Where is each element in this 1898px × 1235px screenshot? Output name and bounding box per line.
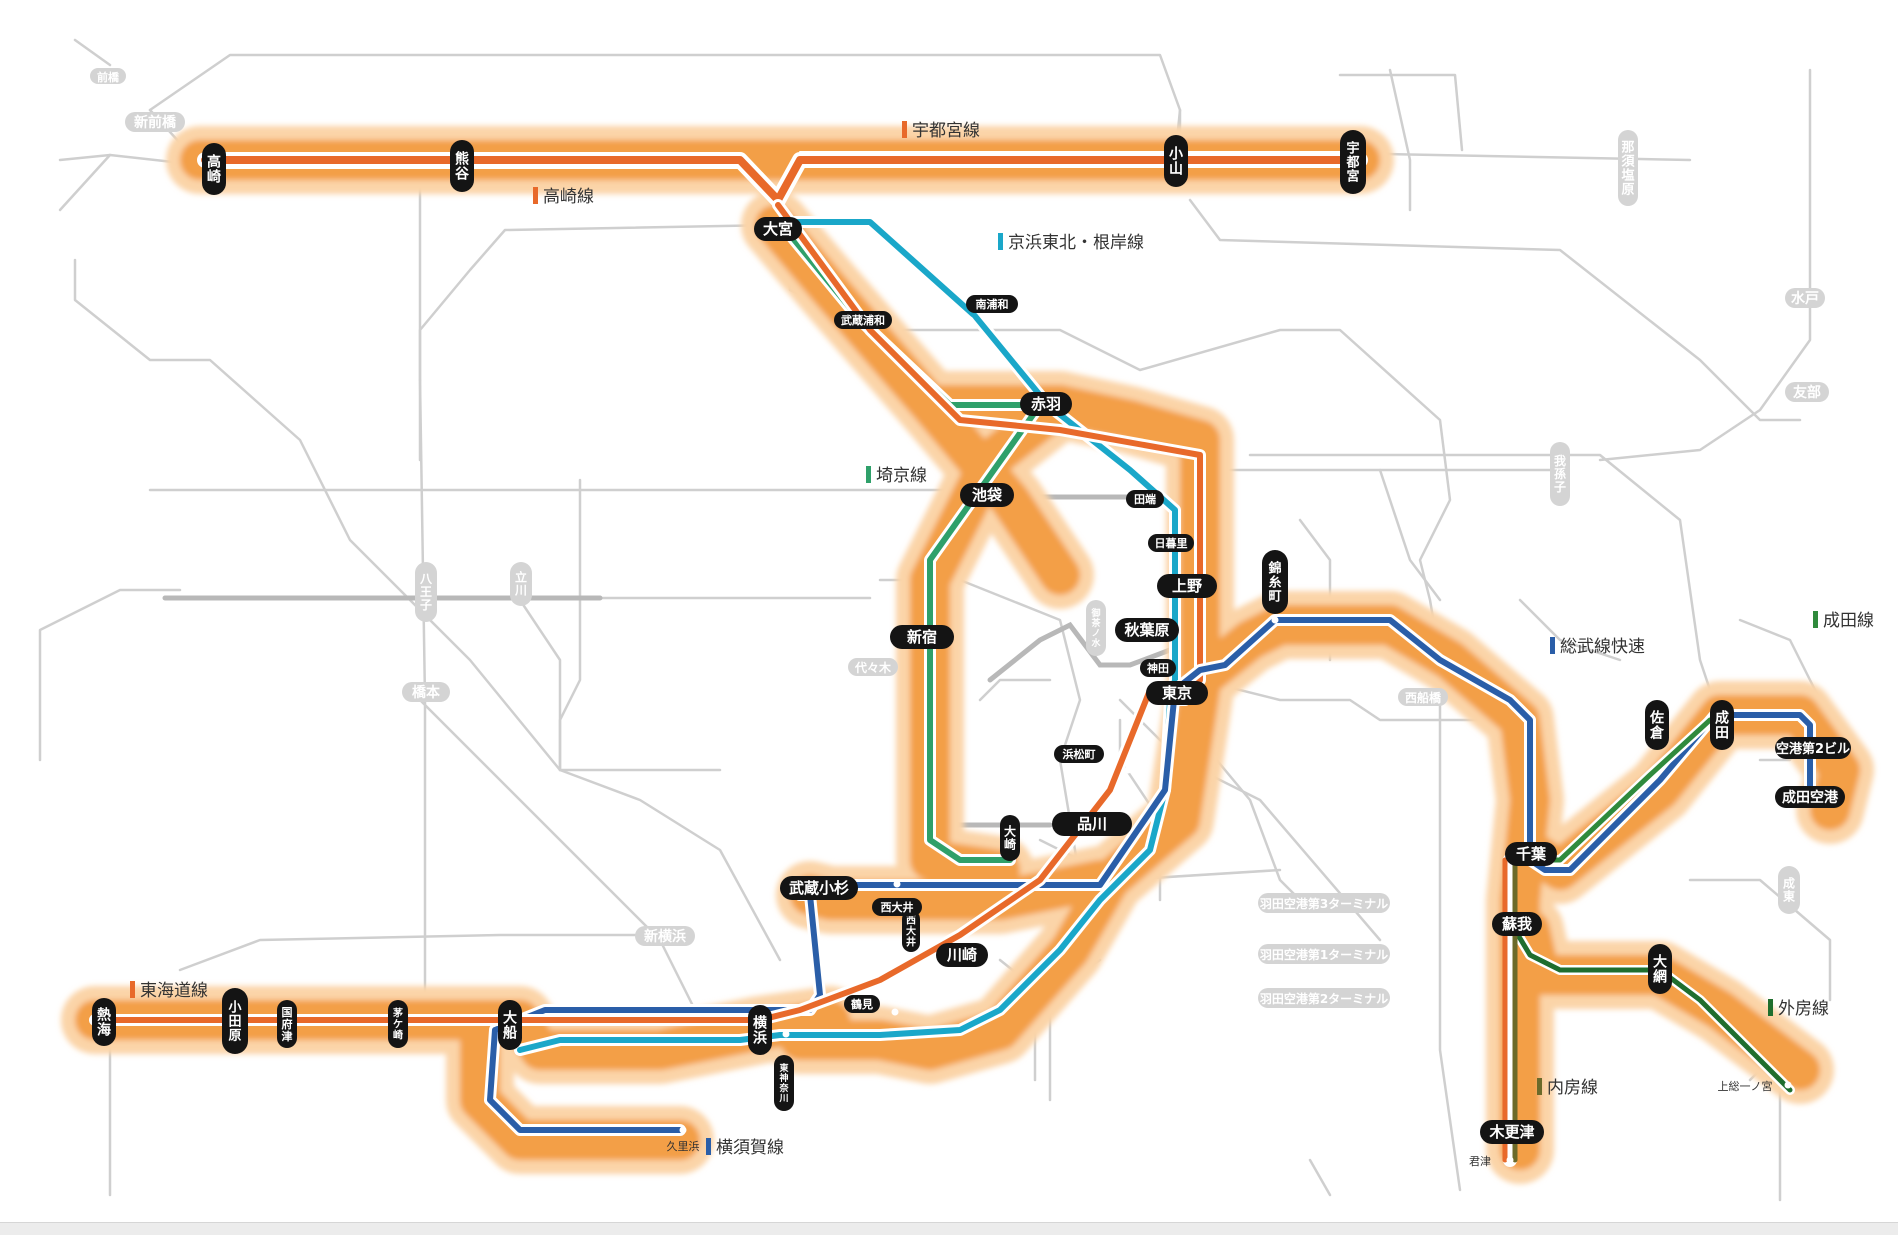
- gray-label-hachioji: 八王子: [419, 572, 433, 612]
- label-kurihama: 久里浜: [667, 1140, 700, 1153]
- line-uchibo: [1502, 853, 1518, 1167]
- station-oami: 大網: [1653, 953, 1667, 985]
- station-airport2: 空港第2ビル: [1776, 741, 1850, 757]
- station-shinjuku: 新宿: [907, 628, 937, 646]
- station-takasaki: 高崎: [207, 153, 221, 185]
- station-tsurumi: 鶴見: [851, 997, 873, 1011]
- gray-label-haneda3: 羽田空港第3ターミナル: [1260, 896, 1388, 911]
- gray-label-maebashi: 前橋: [97, 70, 120, 84]
- station-kinshicho: 錦糸町: [1268, 560, 1281, 604]
- gray-label-mito: 水戸: [1791, 290, 1819, 307]
- legend-utsunomiya: 宇都宮線: [912, 121, 980, 141]
- gray-label-shinmaebashi: 新前橋: [134, 114, 177, 131]
- station-tokyo: 東京: [1162, 684, 1192, 702]
- gray-labels: 新前橋 前橋 那須塩原 水戸 友部 我孫子 八王子 立川 橋本 新横浜 代々木 …: [90, 68, 1829, 1008]
- station-nishi-oi: 西大井: [881, 900, 914, 914]
- station-ofuna: 大船: [503, 1009, 517, 1041]
- legend-keihin: 京浜東北・根岸線: [1008, 233, 1144, 253]
- station-ikebukuro: 池袋: [972, 486, 1003, 504]
- station-yokohama: 横浜: [753, 1014, 768, 1046]
- station-kisarazu: 木更津: [1488, 1123, 1534, 1141]
- station-soga: 蘇我: [1501, 915, 1532, 933]
- legend-takasaki: 高崎線: [543, 187, 594, 207]
- gray-label-hashimoto: 橋本: [412, 684, 441, 701]
- gray-label-ochanomizu: 御茶ノ水: [1090, 607, 1101, 649]
- legend-uchibo: 内房線: [1547, 1078, 1598, 1098]
- station-musashi-urawa: 武蔵浦和: [841, 313, 885, 327]
- label-kimitsu: 君津: [1469, 1155, 1491, 1168]
- gray-label-shin-yokohama: 新横浜: [644, 928, 686, 945]
- station-chigasaki: 茅ケ崎: [393, 1007, 403, 1042]
- station-musashi-kosugi: 武蔵小杉: [789, 879, 849, 897]
- legend-sobu: 総武線快速: [1560, 637, 1645, 657]
- legend-tokaido: 東海道線: [140, 981, 208, 1001]
- station-akihabara: 秋葉原: [1124, 621, 1169, 639]
- station-kawasaki: 川崎: [946, 946, 977, 964]
- gray-label-narita-town: 成東: [1783, 876, 1795, 904]
- gray-label-haneda2: 羽田空港第2ターミナル: [1260, 991, 1388, 1006]
- station-higashi-kanagawa: 東神奈川: [778, 1062, 789, 1104]
- station-narita: 成田: [1715, 709, 1729, 741]
- legend: 宇都宮線 高崎線 京浜東北・根岸線 埼京線 総武線快速 成田線 東海道線 横須賀…: [130, 121, 1874, 1158]
- station-nishioi-side: 西大井: [906, 915, 916, 949]
- bottom-edge: [0, 1222, 1898, 1235]
- gray-label-tachikawa: 立川: [514, 570, 527, 598]
- station-atami: 熱海: [97, 1006, 111, 1038]
- station-ueno: 上野: [1172, 577, 1202, 595]
- gray-label-nasushiobara: 那須塩原: [1620, 140, 1635, 197]
- gray-label-nishifunabashi: 西船橋: [1405, 690, 1442, 705]
- station-dots: [679, 316, 1792, 1164]
- legend-saikyo: 埼京線: [876, 466, 927, 486]
- legend-yokosuka: 横須賀線: [716, 1138, 784, 1158]
- station-oyama: 小山: [1169, 146, 1183, 177]
- small-labels: 久里浜 君津 上総一ノ宮: [667, 1079, 1773, 1168]
- line-sobu-yokosuka: [484, 614, 1816, 1136]
- station-odawara: 小田原: [228, 1000, 241, 1043]
- station-hamamatsucho: 浜松町: [1063, 747, 1096, 761]
- station-sakura: 佐倉: [1649, 709, 1665, 741]
- station-shinagawa: 品川: [1077, 815, 1107, 833]
- gray-label-tomobe: 友部: [1793, 384, 1821, 401]
- station-akabane: 赤羽: [1031, 395, 1061, 413]
- gray-label-toride: 我孫子: [1554, 453, 1566, 494]
- gray-label-haneda1: 羽田空港第1ターミナル: [1260, 947, 1388, 962]
- station-kanda: 神田: [1147, 661, 1169, 675]
- station-osaki: 大崎: [1004, 824, 1016, 852]
- legend-narita: 成田線: [1823, 611, 1874, 631]
- station-narita-airport: 成田空港: [1782, 789, 1839, 806]
- station-chiba: 千葉: [1516, 845, 1547, 863]
- station-tabata: 田端: [1134, 492, 1156, 506]
- label-kazusa-ichinomiya: 上総一ノ宮: [1718, 1079, 1773, 1093]
- station-minami-urawa: 南浦和: [976, 297, 1009, 311]
- legend-sotobo: 外房線: [1778, 999, 1829, 1019]
- station-kumagaya: 熊谷: [455, 150, 470, 182]
- station-omiya: 大宮: [763, 220, 793, 238]
- station-nippori: 日暮里: [1155, 536, 1188, 550]
- gray-label-yoyogi: 代々木: [854, 660, 892, 675]
- station-labels: 高崎 熊谷 小山 宇都宮 錦糸町 大崎 西大井 大船 横浜 東神奈川 茅ケ崎 国…: [92, 130, 1851, 1144]
- station-kozu: 国府津: [282, 1006, 293, 1043]
- station-utsunomiya: 宇都宮: [1345, 140, 1359, 184]
